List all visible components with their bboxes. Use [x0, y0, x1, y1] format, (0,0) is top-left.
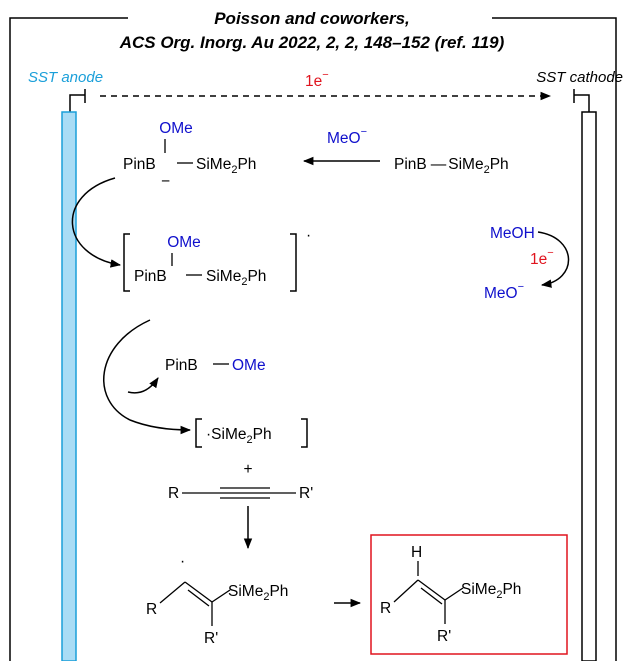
- product-r-prime: R': [437, 628, 451, 645]
- cathode-label: SST cathode: [536, 69, 623, 86]
- plus-sign: +: [243, 461, 252, 478]
- product-h: H: [411, 544, 422, 561]
- silylborane-reagent: PinB—SiMe2Ph: [394, 156, 509, 176]
- vinyl-si-bond: [211, 589, 231, 603]
- methoxide-reagent: MeO−: [327, 126, 367, 147]
- silyl-radical: ·SiMe2Ph: [206, 426, 272, 446]
- oxidation-curved-arrow: [71, 177, 122, 268]
- byproduct-ome: OMe: [232, 357, 266, 374]
- header-line-2: ACS Org. Inorg. Au 2022, 2, 2, 148–152 (…: [119, 33, 505, 52]
- alkyne-r: R: [168, 485, 179, 502]
- radical-sime2ph: SiMe2Ph: [206, 268, 266, 288]
- silyl-bracket-right: [301, 418, 308, 448]
- electron-transfer-label: 1e−: [305, 69, 329, 90]
- radical-pinb: PinB: [134, 268, 167, 285]
- vinyl-r-prime: R': [204, 630, 218, 647]
- methanol: MeOH: [490, 225, 535, 242]
- cathode-electron: 1e−: [530, 247, 554, 268]
- cathode-electrode: [581, 111, 597, 661]
- product-r: R: [380, 600, 391, 617]
- scheme-frame: [9, 17, 617, 661]
- anode-electrode: [61, 111, 77, 661]
- vinyl-r-bond: [159, 581, 186, 604]
- product-double-1: [417, 579, 446, 601]
- vinyl-double-2: [187, 589, 210, 607]
- radical-ome: OMe: [167, 234, 201, 251]
- ate-pinb: PinB: [123, 156, 156, 173]
- product-r-bond: [393, 579, 419, 603]
- anode-wire: [69, 94, 85, 112]
- product-sime2ph: SiMe2Ph: [461, 581, 521, 601]
- vinyl-radical-dot: ·: [180, 553, 185, 570]
- ate-charge: −: [161, 173, 170, 190]
- fragmentation-arrow: [103, 319, 192, 435]
- product-double-2: [420, 587, 443, 605]
- radical-bracket-right: [290, 233, 297, 292]
- radical-bracket-left: [123, 233, 130, 292]
- ate-ome: OMe: [159, 120, 193, 137]
- vinyl-double-1: [184, 581, 213, 603]
- byproduct-branch-arrow: [127, 377, 159, 394]
- vinyl-r: R: [146, 601, 157, 618]
- product-si-bond: [444, 587, 464, 601]
- methoxide-product: MeO−: [484, 281, 524, 302]
- byproduct-pinb: PinB: [165, 357, 198, 374]
- anode-label: SST anode: [28, 69, 103, 86]
- silyl-bracket-left: [195, 418, 202, 448]
- cathode-wire: [573, 89, 590, 112]
- header-line-1: Poisson and coworkers,: [214, 9, 410, 28]
- ate-sime2ph: SiMe2Ph: [196, 156, 256, 176]
- radical-dot: ·: [306, 227, 311, 244]
- cathode-reduction-arrow: [537, 231, 570, 288]
- alkyne-r-prime: R': [299, 485, 313, 502]
- vinyl-sime2ph: SiMe2Ph: [228, 583, 288, 603]
- product-box: [370, 534, 568, 655]
